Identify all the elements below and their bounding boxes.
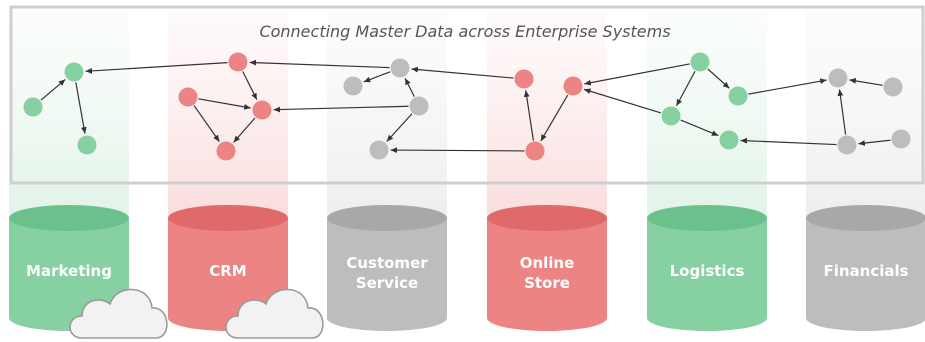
edge-c4-c3	[233, 117, 256, 143]
node-o3	[525, 141, 545, 161]
node-l4	[661, 106, 681, 126]
edge-o1-s2	[411, 66, 514, 79]
edge-s4-s3	[386, 113, 413, 142]
database-top	[487, 205, 607, 231]
edge-l1-l4	[675, 70, 696, 107]
node-l2	[728, 86, 748, 106]
edge-m1-m2	[40, 79, 66, 101]
cloud-icon	[69, 288, 168, 339]
edge-l1-o2	[584, 63, 690, 86]
edge-m2-m3	[75, 82, 87, 134]
node-m3	[77, 135, 97, 155]
node-l1	[690, 52, 710, 72]
network-frame	[9, 5, 925, 185]
node-c2	[178, 87, 198, 107]
cloud-icon	[225, 288, 324, 339]
database-label: Customer	[346, 254, 428, 272]
node-l3	[719, 130, 739, 150]
band-crm	[168, 10, 288, 236]
node-c4	[252, 100, 272, 120]
edge-c1-c4	[242, 71, 258, 100]
edge-s2-c1	[249, 59, 390, 69]
edge-s2-s1	[363, 71, 391, 83]
node-f3	[837, 135, 857, 155]
database-label: Store	[524, 274, 570, 292]
node-m2	[64, 62, 84, 82]
edge-f2-f1	[849, 78, 883, 86]
edge-c2-c3	[193, 105, 220, 142]
node-o1	[514, 69, 534, 89]
node-s2	[390, 58, 410, 78]
band-financials	[806, 10, 925, 236]
edge-o3-o1	[523, 90, 535, 141]
database-label: Service	[356, 274, 418, 292]
edge-s4-s2	[404, 78, 415, 97]
network-nodes	[23, 52, 911, 161]
database-top	[647, 205, 767, 231]
database-body	[327, 218, 447, 331]
node-f1	[828, 68, 848, 88]
database-top	[168, 205, 288, 231]
database-financials: Financials	[806, 205, 925, 331]
edge-o2-o3	[540, 94, 569, 142]
database-label: Online	[520, 254, 575, 272]
edge-c2-c4	[198, 98, 251, 110]
database-body	[647, 218, 767, 331]
node-f2	[883, 77, 903, 97]
database-body	[487, 218, 607, 331]
edge-o3-s3	[390, 147, 525, 153]
system-bands	[9, 10, 925, 236]
database-label: CRM	[209, 262, 247, 280]
database-logistics: Logistics	[647, 205, 767, 331]
edge-c1-m2	[85, 62, 228, 74]
database-top	[806, 205, 925, 231]
node-m1	[23, 97, 43, 117]
edge-l2-f1	[748, 78, 827, 95]
edge-f3-f1	[837, 89, 847, 135]
node-c1	[228, 52, 248, 72]
database-body	[806, 218, 925, 331]
edge-l4-o2	[583, 88, 662, 114]
cloud-icons	[69, 288, 324, 339]
edge-s4-c4	[273, 105, 409, 113]
node-c3	[216, 141, 236, 161]
database-label: Marketing	[26, 262, 112, 280]
band-marketing	[9, 10, 129, 236]
database-marketing: Marketing	[9, 205, 129, 331]
edge-l1-l2	[707, 68, 730, 89]
network-edges	[40, 59, 891, 153]
database-label: Logistics	[670, 262, 745, 280]
node-s4	[409, 96, 429, 116]
diagram-title: Connecting Master Data across Enterprise…	[259, 22, 670, 41]
node-s1	[343, 76, 363, 96]
band-customer-service	[327, 10, 447, 236]
edge-l4-l3	[680, 119, 719, 137]
database-top	[9, 205, 129, 231]
band-online-store	[487, 10, 607, 236]
database-label: Financials	[823, 262, 908, 280]
node-f4	[891, 129, 911, 149]
node-s3	[369, 140, 389, 160]
node-o2	[563, 76, 583, 96]
edge-f4-f3	[858, 139, 891, 146]
edge-f3-l3	[740, 137, 837, 146]
database-top	[327, 205, 447, 231]
